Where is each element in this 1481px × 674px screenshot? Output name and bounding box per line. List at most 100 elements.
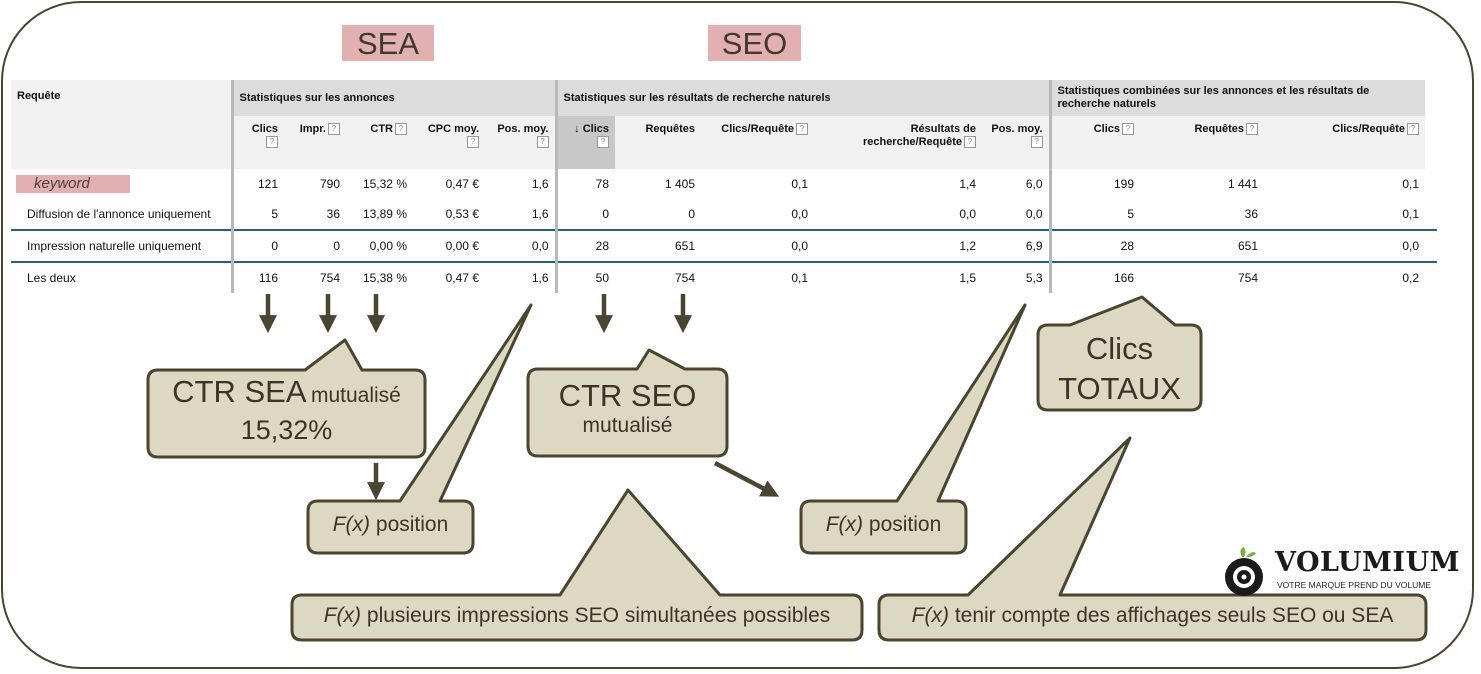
row-label: Diffusion de l'annonce uniquement xyxy=(11,199,232,231)
table-cell: 0 xyxy=(284,230,346,263)
table-cell: 1 441 xyxy=(1227,177,1258,191)
ctr-seo-callout-shape xyxy=(526,348,729,458)
diagonal-arrow-icon xyxy=(713,461,780,497)
col-ads-impr[interactable]: Impr.? xyxy=(284,116,346,169)
sea-tag: SEA xyxy=(342,25,434,61)
table-cell: 0,53 € xyxy=(413,199,485,231)
fx-position-left-callout: F(x) position xyxy=(332,513,449,536)
table-cell: 0,0 xyxy=(701,230,814,263)
table-cell: 15,32 % xyxy=(362,177,407,191)
col-organic-clics[interactable]: ↓ Clics? xyxy=(554,116,615,169)
table-cell: 0,00 % xyxy=(346,230,413,263)
help-icon[interactable]: ? xyxy=(1407,123,1419,136)
table-cell: 50 xyxy=(554,262,615,293)
table-cell: 0 xyxy=(615,199,701,231)
col-ads-ctr[interactable]: CTR? xyxy=(346,116,413,169)
help-icon[interactable]: ? xyxy=(328,123,340,136)
table-cell: 0,0 xyxy=(814,199,982,231)
col-combined-clics-requete[interactable]: Clics/Requête? xyxy=(1264,116,1425,169)
help-icon[interactable]: ? xyxy=(1246,123,1258,136)
ctr-seo-callout: CTR SEO mutualisé xyxy=(558,378,697,437)
help-icon[interactable]: ? xyxy=(964,136,976,149)
keyword-cell: keyword xyxy=(11,169,232,199)
help-icon[interactable]: ? xyxy=(266,136,278,149)
table-cell: 0,0 xyxy=(982,199,1050,231)
table-cell: 1,4 xyxy=(959,177,976,191)
help-icon[interactable]: ? xyxy=(1122,123,1134,136)
table-cell: 6,0 xyxy=(1025,177,1043,191)
table-cell: 78 xyxy=(554,169,615,199)
help-icon[interactable]: ? xyxy=(536,136,549,149)
col-combined-requetes[interactable]: Requêtes? xyxy=(1140,116,1264,169)
help-icon[interactable]: ? xyxy=(1030,136,1043,149)
table-cell: 0,1 xyxy=(1402,177,1419,191)
table-cell: 0,1 xyxy=(791,271,808,285)
table-cell: 15,38 % xyxy=(362,271,407,285)
ctr-sea-callout-shape xyxy=(146,338,427,459)
table-cell: 13,89 % xyxy=(346,199,413,231)
help-icon[interactable]: ? xyxy=(796,123,808,136)
clics-totaux-callout-shape xyxy=(1036,295,1203,412)
keyword-highlight: keyword xyxy=(16,175,130,193)
col-organic-resultats-requete[interactable]: Résultats de recherche/Requête? xyxy=(814,116,982,169)
col-organic-requetes[interactable]: Requêtes xyxy=(615,116,701,169)
table-cell: 0,2 xyxy=(1402,271,1419,285)
table-cell: 121 xyxy=(230,169,284,199)
table-cell: 116 xyxy=(230,262,284,293)
help-icon[interactable]: ? xyxy=(467,136,479,149)
table-cell: 1,6 xyxy=(485,199,556,231)
sort-down-icon: ↓ xyxy=(574,123,580,135)
multi-seo-callout-shape xyxy=(290,488,864,642)
stats-table: Requête Statistiques sur les annonces St… xyxy=(11,80,1437,293)
table-cell: 0,0 xyxy=(1264,230,1425,263)
seo-tag: SEO xyxy=(708,25,801,61)
fx-position-left-callout-shape xyxy=(306,303,533,555)
ctr-sea-value: 15,32% xyxy=(240,415,333,445)
logo-name: VOLUMIUM xyxy=(1275,547,1460,578)
table-cell: 754 xyxy=(319,271,340,285)
table-cell: 651 xyxy=(615,230,701,263)
help-icon[interactable]: ? xyxy=(395,123,407,136)
table-cell: 28 xyxy=(554,230,615,263)
table-cell: 5 xyxy=(1048,199,1140,231)
table-cell: 0,47 € xyxy=(445,177,479,191)
table-cell: 1 405 xyxy=(664,177,695,191)
query-header[interactable]: Requête xyxy=(11,80,232,169)
table-cell: 651 xyxy=(1140,230,1264,263)
fx-position-right-callout-shape xyxy=(799,303,1027,555)
table-cell: 36 xyxy=(1140,199,1264,231)
col-combined-clics[interactable]: Clics? xyxy=(1048,116,1140,169)
col-ads-cpc[interactable]: CPC moy.? xyxy=(413,116,485,169)
table-cell: 0 xyxy=(230,230,284,263)
col-ads-pos[interactable]: Pos. moy.? xyxy=(485,116,556,169)
col-organic-clics-requete[interactable]: Clics/Requête? xyxy=(701,116,814,169)
row-label: Les deux xyxy=(27,271,76,285)
table-cell: 5,3 xyxy=(1025,271,1043,285)
table-cell: 166 xyxy=(1048,262,1140,293)
table-row[interactable]: keyword 121 790 15,32 % 0,47 € 1,6 78 1 405 0,1 1… xyxy=(11,169,1437,199)
fx-position-right-callout: F(x) position xyxy=(825,513,942,536)
col-ads-clics[interactable]: Clics? xyxy=(230,116,284,169)
table-cell: 0,1 xyxy=(791,177,808,191)
col-organic-pos[interactable]: Pos. moy.? xyxy=(982,116,1050,169)
table-cell: 0,0 xyxy=(485,230,556,263)
help-icon[interactable]: ? xyxy=(597,136,609,149)
table-cell: 790 xyxy=(319,177,340,191)
table-cell: 5 xyxy=(230,199,284,231)
multi-seo-callout: F(x) plusieurs impressions SEO simultané… xyxy=(323,604,831,627)
logo-tagline: VOTRE MARQUE PREND DU VOLUME xyxy=(1277,580,1431,590)
table-cell: 6,9 xyxy=(982,230,1050,263)
table-cell: 1,6 xyxy=(531,177,549,191)
table-cell: 0,47 € xyxy=(445,271,479,285)
table-cell: 1,2 xyxy=(814,230,982,263)
table-cell: 0,1 xyxy=(1264,199,1425,231)
speaker-logo-icon xyxy=(1225,547,1263,596)
table-cell-pad xyxy=(1425,199,1437,231)
row-label: Impression naturelle uniquement xyxy=(11,230,232,263)
ads-group-header: Statistiques sur les annonces xyxy=(230,80,556,116)
